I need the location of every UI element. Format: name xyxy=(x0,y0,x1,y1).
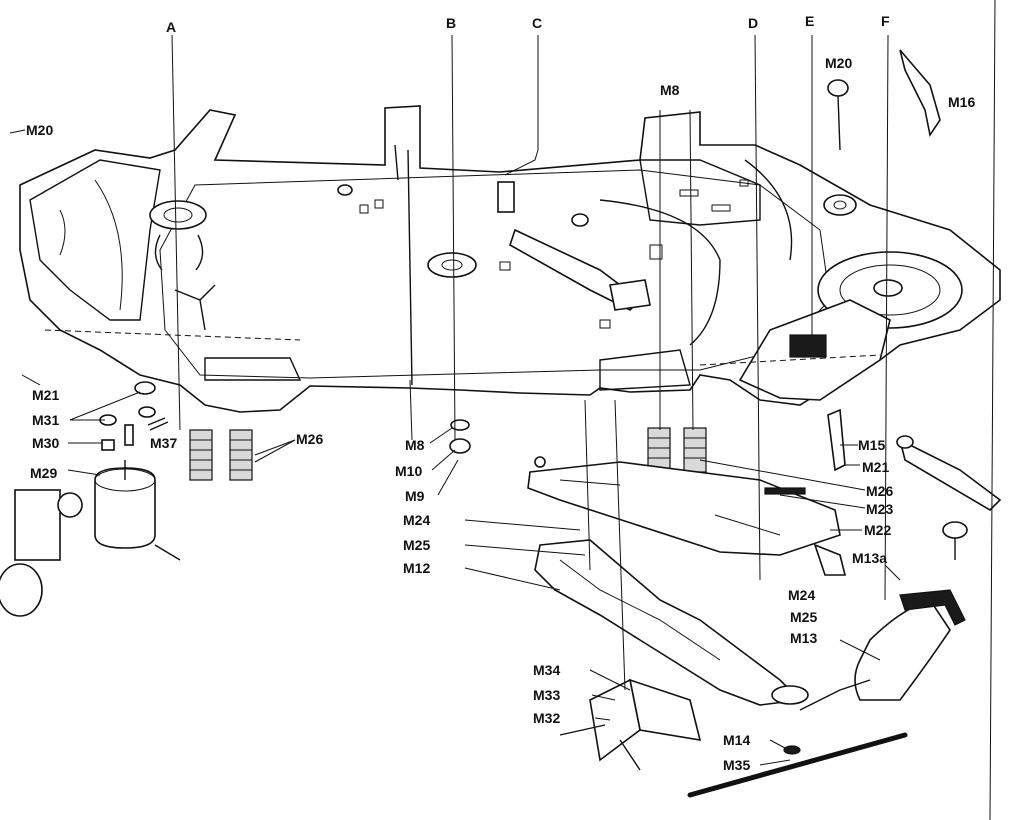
spring-left-2 xyxy=(229,429,253,481)
part-labels: M20 M20 M16 M8 M21 M31 M30 M37 M29 M26 M… xyxy=(26,55,975,773)
lever-assembly xyxy=(534,521,968,755)
part-label: M37 xyxy=(150,435,177,451)
part-label: M26 xyxy=(296,431,323,447)
column-label-b: B xyxy=(446,15,456,31)
part-label: M16 xyxy=(948,94,975,110)
column-label-a: A xyxy=(166,19,176,35)
part-label: M24 xyxy=(403,512,430,528)
part-label: M20 xyxy=(26,122,53,138)
part-label: M35 xyxy=(723,757,750,773)
part-label: M13 xyxy=(790,630,817,646)
part-label: M21 xyxy=(862,459,889,475)
part-label: M25 xyxy=(403,537,430,553)
part-label: M9 xyxy=(405,488,425,504)
part-label: M23 xyxy=(866,501,893,517)
column-label-c: C xyxy=(532,15,542,31)
part-label: M32 xyxy=(533,710,560,726)
part-label: M14 xyxy=(723,732,750,748)
part-label: M15 xyxy=(858,437,885,453)
solenoid-assembly xyxy=(559,678,702,771)
reference-lines xyxy=(44,0,996,820)
part-label: M33 xyxy=(533,687,560,703)
part-label: M21 xyxy=(32,387,59,403)
part-label: M12 xyxy=(403,560,430,576)
right-small-parts xyxy=(827,49,1002,512)
part-label: M25 xyxy=(790,609,817,625)
leader-lines xyxy=(9,129,901,766)
part-label: M8 xyxy=(660,82,680,98)
column-label-e: E xyxy=(805,13,814,29)
column-label-d: D xyxy=(748,15,758,31)
motor-assembly xyxy=(0,381,181,617)
main-chassis xyxy=(19,105,1001,413)
rod-m35 xyxy=(687,732,908,798)
part-label: M10 xyxy=(395,463,422,479)
part-label: M34 xyxy=(533,662,560,678)
part-label: M22 xyxy=(864,522,891,538)
spring-left-1 xyxy=(189,429,213,481)
part-label: M31 xyxy=(32,412,59,428)
column-labels: A B C D E F xyxy=(166,13,890,35)
spring-right-1 xyxy=(647,427,671,473)
part-label: M29 xyxy=(30,465,57,481)
spring-right-2 xyxy=(683,427,707,473)
part-label: M20 xyxy=(825,55,852,71)
part-label: M13a xyxy=(852,550,887,566)
part-label: M30 xyxy=(32,435,59,451)
springs xyxy=(189,419,707,481)
part-label: M8 xyxy=(405,437,425,453)
slide-plate xyxy=(527,456,847,576)
part-label: M24 xyxy=(788,587,815,603)
column-label-f: F xyxy=(881,13,890,29)
part-label: M26 xyxy=(866,483,893,499)
